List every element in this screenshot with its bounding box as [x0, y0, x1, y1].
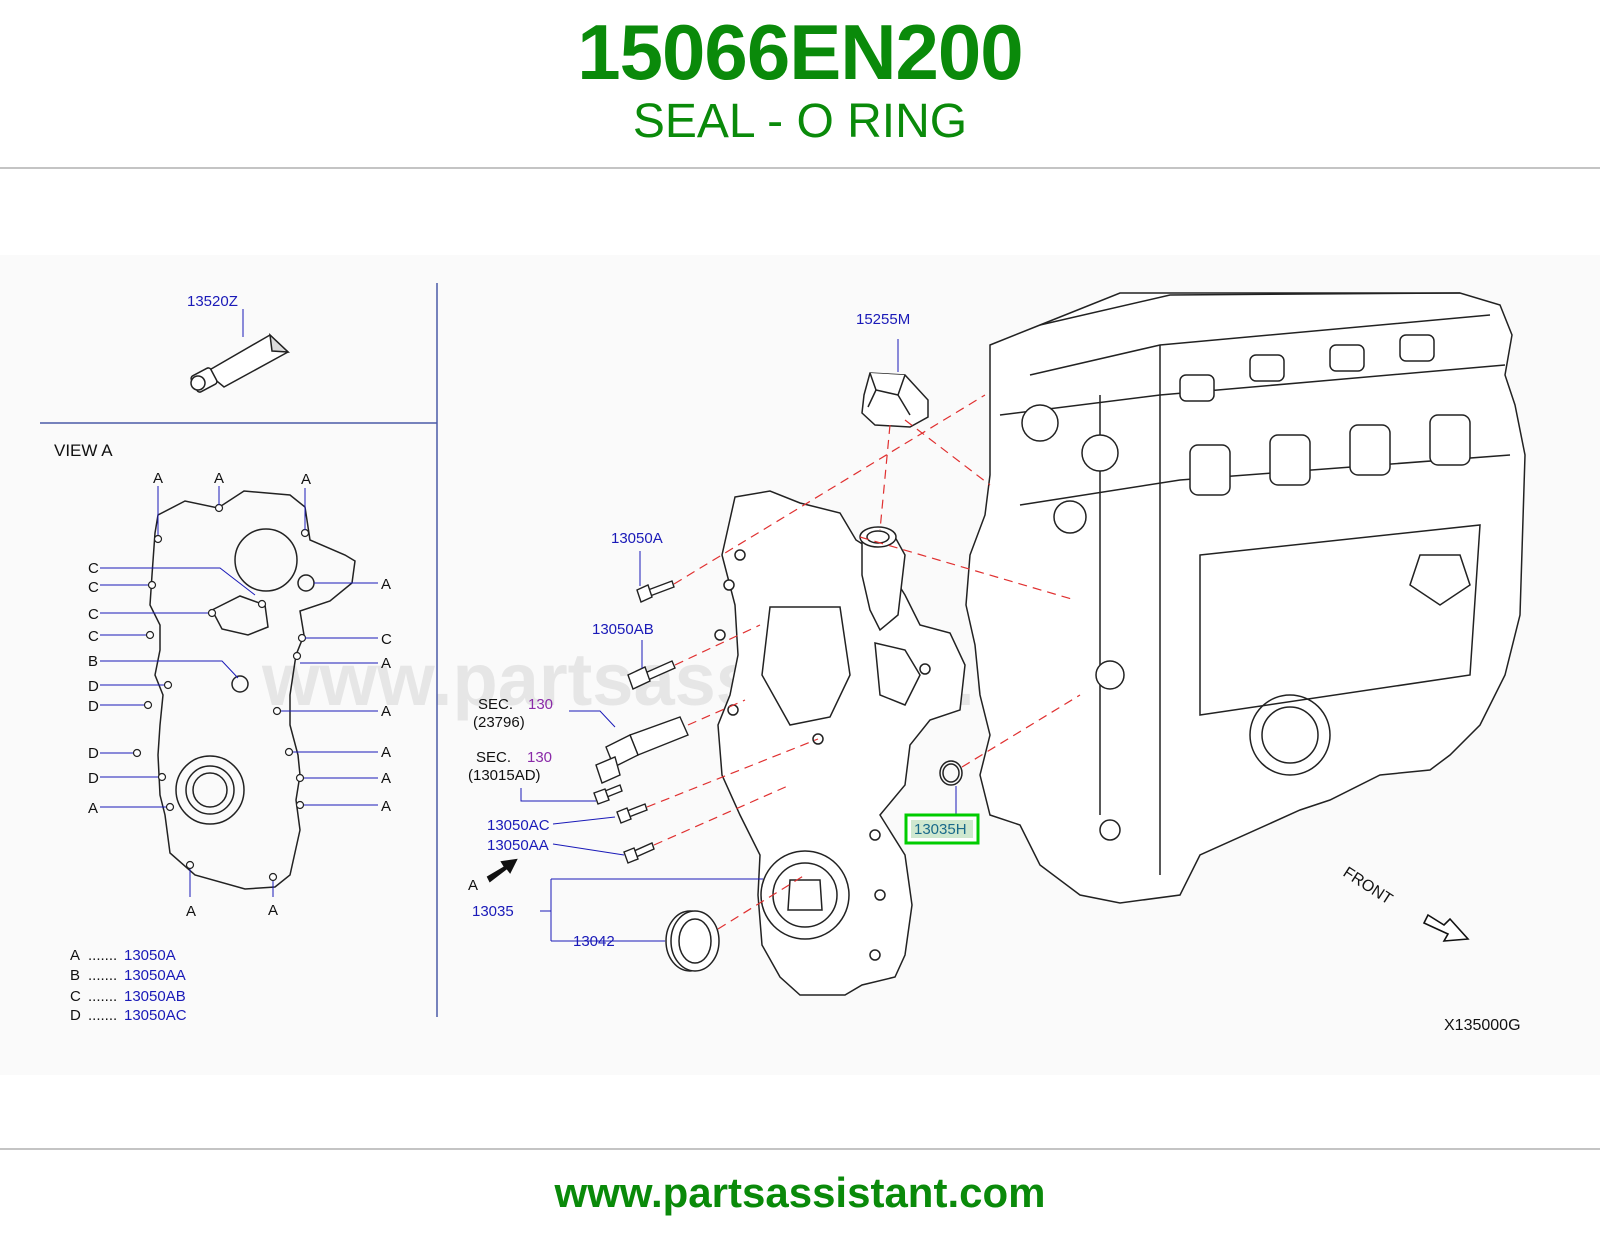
marker-l2: C: [88, 579, 99, 596]
view-a-hole-markers: [132, 503, 310, 882]
callout-13050AB[interactable]: 13050AB: [592, 621, 654, 638]
callout-13050AA[interactable]: 13050AA: [487, 837, 549, 854]
marker-l4: C: [88, 628, 99, 645]
marker-top1: A: [153, 470, 163, 487]
bolt-13050A-icon[interactable]: [636, 580, 675, 603]
header-divider: [0, 167, 1600, 169]
marker-l1: C: [88, 560, 99, 577]
marker-b1: A: [186, 903, 196, 920]
bolt-13050AC-icon[interactable]: [616, 803, 648, 824]
view-a-title: VIEW A: [54, 441, 113, 460]
highlight-fill-13035H: [911, 820, 973, 838]
figure-code: X135000G: [1444, 1017, 1521, 1034]
marker-l9: D: [88, 770, 99, 787]
marker-r7: A: [381, 798, 391, 815]
marker-r5: A: [381, 744, 391, 761]
bolt-sec130-icon[interactable]: [593, 784, 623, 805]
marker-r1: A: [381, 576, 391, 593]
view-a-arrow-label: A: [468, 877, 478, 894]
legend-part-13050AB[interactable]: 13050AB: [124, 988, 186, 1005]
front-arrow-icon: [1422, 913, 1470, 942]
marker-b2: A: [268, 902, 278, 919]
callout-13050A[interactable]: 13050A: [611, 530, 663, 547]
legend-part-13050AC[interactable]: 13050AC: [124, 1007, 187, 1024]
oil-seal-icon[interactable]: [665, 910, 720, 972]
solenoid-valve-icon[interactable]: [595, 716, 689, 784]
o-ring-icon[interactable]: [939, 760, 963, 786]
view-a-marker-labels: A A A C C C C B D D D D A A C A A A A A …: [88, 470, 392, 920]
marker-top2: A: [214, 470, 224, 487]
sec-ref-1-prefix: SEC.: [478, 696, 513, 713]
page-header: 15066EN200 SEAL - O RING: [0, 0, 1600, 168]
view-a-leaders: [100, 486, 378, 897]
marker-l5: B: [88, 653, 98, 670]
front-label: FRONT: [1340, 864, 1396, 908]
svg-text:B: B: [70, 967, 80, 984]
bolt-13050AB-icon[interactable]: [627, 660, 676, 690]
marker-r4: A: [381, 703, 391, 720]
svg-text:.......: .......: [88, 1007, 117, 1024]
fastener-legend: A ....... 13050A B ....... 13050AA C ...…: [70, 947, 187, 1024]
marker-l6: D: [88, 678, 99, 695]
marker-l8: D: [88, 745, 99, 762]
svg-text:.......: .......: [88, 947, 117, 964]
timing-cover-illustration[interactable]: [714, 490, 966, 996]
bolt-13050AA-icon[interactable]: [623, 842, 655, 864]
diagram-canvas: www.partsassistant.com 13520Z VIEW A: [40, 283, 1526, 1034]
svg-text:.......: .......: [88, 988, 117, 1005]
callout-13035[interactable]: 13035: [472, 903, 514, 920]
svg-text:A: A: [70, 947, 80, 964]
oil-filler-cap-icon[interactable]: [861, 372, 929, 428]
svg-text:C: C: [70, 988, 81, 1005]
legend-part-13050AA[interactable]: 13050AA: [124, 967, 186, 984]
part-number-title: 15066EN200: [577, 8, 1023, 96]
sec-ref-1-number[interactable]: 130: [528, 696, 553, 713]
legend-row: C ....... 13050AB: [70, 988, 186, 1005]
callout-13050AC[interactable]: 13050AC: [487, 817, 550, 834]
marker-top3: A: [301, 471, 311, 488]
callout-13035H[interactable]: 13035H: [914, 821, 967, 838]
marker-l7: D: [88, 698, 99, 715]
callout-15255M[interactable]: 15255M: [856, 311, 910, 328]
footer-url[interactable]: www.partsassistant.com: [554, 1169, 1046, 1216]
marker-r6: A: [381, 770, 391, 787]
legend-row: B ....... 13050AA: [70, 967, 186, 984]
marker-r3: A: [381, 655, 391, 672]
footer-divider: [0, 1148, 1600, 1150]
callout-leaders: [520, 551, 957, 942]
assembly-leader-lines: [646, 394, 1081, 930]
legend-row: A ....... 13050A: [70, 947, 176, 964]
sec-ref-2-prefix: SEC.: [476, 749, 511, 766]
callout-13520Z[interactable]: 13520Z: [187, 293, 238, 310]
svg-text:D: D: [70, 1007, 81, 1024]
marker-r2: C: [381, 631, 392, 648]
sec-ref-2-number[interactable]: 130: [527, 749, 552, 766]
legend-part-13050A[interactable]: 13050A: [124, 947, 176, 964]
engine-block-illustration: [965, 292, 1526, 904]
callout-13042[interactable]: 13042: [573, 933, 615, 950]
svg-text:.......: .......: [88, 967, 117, 984]
view-a-arrow-icon: [486, 858, 518, 883]
sealant-tube-icon[interactable]: [190, 333, 291, 393]
marker-l3: C: [88, 606, 99, 623]
legend-row: D ....... 13050AC: [70, 1007, 187, 1024]
part-name-subtitle: SEAL - O RING: [632, 95, 968, 148]
parts-diagram: www.partsassistant.com 13520Z VIEW A: [0, 255, 1600, 1075]
sec-ref-2-code: (13015AD): [468, 767, 541, 784]
marker-l10: A: [88, 800, 98, 817]
sec-ref-1-code: (23796): [473, 714, 525, 731]
